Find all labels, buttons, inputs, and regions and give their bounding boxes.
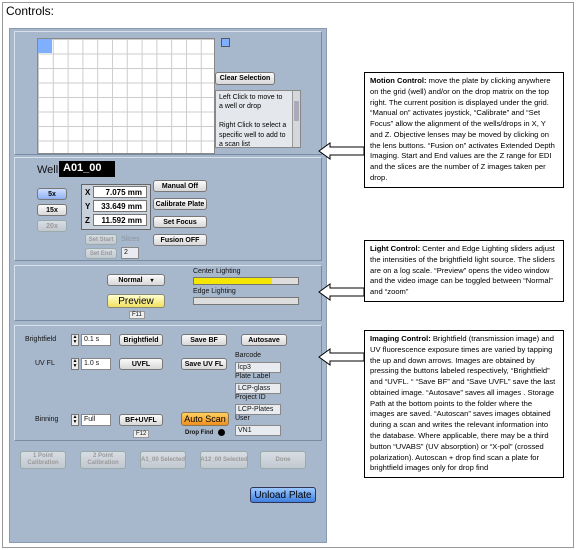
y-axis-label: Y — [85, 202, 91, 211]
x-position: 7.075 mm — [93, 186, 147, 198]
project-id-field[interactable]: LCP-Plates — [235, 404, 281, 415]
lens-20x-button[interactable]: 20x — [37, 220, 67, 232]
plate-label-field[interactable]: LCP-glass — [235, 383, 281, 394]
controls-panel: Clear Selection Left Click to move to a … — [9, 28, 327, 543]
preview-button[interactable]: Preview — [107, 294, 165, 308]
brightfield-button[interactable]: Brightfield — [119, 334, 163, 346]
save-uvfl-button[interactable]: Save UV FL — [181, 358, 227, 370]
motion-callout-body: move the plate by clicking anywhere on t… — [370, 76, 555, 183]
light-section: Normal ▾ Preview F11 Center Lighting Edg… — [14, 265, 322, 321]
bf-exposure-field[interactable]: 0.1 s — [81, 334, 111, 346]
uv-exposure-field[interactable]: 1.0 s — [81, 358, 111, 370]
light-control-callout: Light Control: Center and Edge Lighting … — [364, 240, 564, 302]
z-axis-label: Z — [85, 216, 90, 225]
uv-exposure-stepper[interactable]: ▲▼ — [71, 358, 79, 370]
view-mode-value: Normal — [118, 276, 143, 284]
fusion-off-button[interactable]: Fusion OFF — [153, 234, 207, 246]
done-button[interactable]: Done — [260, 451, 306, 469]
slices-field[interactable]: 2 — [121, 247, 139, 259]
bf-exposure-stepper[interactable]: ▲▼ — [71, 334, 79, 346]
binning-label: Binning — [35, 416, 59, 423]
calibrate-plate-button[interactable]: Calibrate Plate — [153, 198, 207, 210]
x-axis-label: X — [85, 188, 91, 197]
motion-callout-title: Motion Control: — [370, 76, 427, 85]
user-field[interactable]: VN1 — [235, 425, 281, 436]
bf-uvfl-button[interactable]: BF+UVFL — [119, 414, 163, 426]
drop-find-label: Drop Find — [185, 430, 214, 436]
two-point-calibration-button[interactable]: 2 Point Calibration — [80, 451, 126, 469]
brightfield-label: Brightfield — [25, 336, 57, 343]
calibration-row: 1 Point Calibration 2 Point Calibration … — [14, 445, 322, 475]
a1-selected-button[interactable]: A1_00 Selected — [140, 451, 186, 469]
light-callout-title: Light Control: — [370, 244, 421, 253]
set-end-button[interactable]: Set End — [85, 248, 117, 259]
info-text: Left Click to move to a well or drop Rig… — [219, 94, 287, 149]
clear-selection-button[interactable]: Clear Selection — [215, 72, 275, 85]
view-mode-select[interactable]: Normal ▾ — [107, 274, 165, 286]
slices-label: Slices — [121, 236, 140, 243]
edge-lighting-label: Edge Lighting — [193, 288, 236, 295]
barcode-field[interactable]: lcp3 — [235, 362, 281, 373]
imaging-control-callout: Imaging Control: Brightfield (transmissi… — [364, 330, 564, 479]
imaging-section: Brightfield ▲▼ 0.1 s Brightfield Save BF… — [14, 325, 322, 441]
auto-scan-button[interactable]: Auto Scan — [181, 412, 229, 426]
imaging-callout-body: Brightfield (transmission image) and UV … — [370, 334, 556, 473]
a12-selected-button[interactable]: A12_00 Selected — [200, 451, 248, 469]
project-id-label: Project ID — [235, 394, 266, 401]
info-scrollbar[interactable] — [292, 91, 300, 147]
user-label: User — [235, 415, 250, 422]
uvfl-label: UV FL — [35, 360, 55, 367]
barcode-label: Barcode — [235, 352, 262, 359]
position-section: Well A01_00 5x 15x 20x X 7.075 mm Y 33.6… — [14, 157, 322, 261]
motion-arrow-icon — [318, 142, 365, 160]
center-lighting-slider[interactable] — [193, 277, 299, 285]
drop-find-indicator[interactable] — [218, 429, 225, 436]
f11-key-label: F11 — [129, 311, 145, 319]
set-start-button[interactable]: Set Start — [85, 234, 117, 245]
lens-5x-button[interactable]: 5x — [37, 188, 67, 200]
selected-well[interactable] — [38, 39, 52, 53]
info-box: Left Click to move to a well or drop Rig… — [215, 90, 301, 148]
f12-key-label: F12 — [133, 430, 150, 438]
scroll-thumb[interactable] — [294, 101, 299, 121]
chevron-down-icon: ▾ — [150, 277, 154, 284]
drop-matrix[interactable] — [221, 38, 230, 47]
motion-control-callout: Motion Control: move the plate by clicki… — [364, 72, 564, 188]
plate-grid-section: Clear Selection Left Click to move to a … — [14, 31, 322, 155]
manual-off-button[interactable]: Manual Off — [153, 180, 207, 192]
uvfl-button[interactable]: UVFL — [119, 358, 163, 370]
edge-lighting-slider[interactable] — [193, 297, 299, 305]
z-position: 11.592 mm — [93, 214, 147, 226]
plate-label-label: Plate Label — [235, 373, 271, 380]
set-focus-button[interactable]: Set Focus — [153, 216, 207, 228]
imaging-arrow-icon — [318, 348, 365, 366]
lens-15x-button[interactable]: 15x — [37, 204, 67, 216]
save-bf-button[interactable]: Save BF — [181, 334, 227, 346]
binning-field[interactable]: Full — [81, 414, 111, 426]
center-lighting-label: Center Lighting — [193, 268, 241, 275]
autosave-button[interactable]: Autosave — [241, 334, 287, 346]
imaging-callout-title: Imaging Control: — [370, 334, 431, 343]
well-label: Well — [37, 164, 59, 176]
y-position: 33.649 mm — [93, 200, 147, 212]
well-display: A01_00 — [59, 161, 115, 177]
one-point-calibration-button[interactable]: 1 Point Calibration — [20, 451, 66, 469]
light-arrow-icon — [318, 283, 365, 301]
controls-heading: Controls: — [6, 4, 55, 18]
binning-stepper[interactable]: ▲▼ — [71, 414, 79, 426]
unload-plate-button[interactable]: Unload Plate — [250, 487, 316, 503]
well-grid[interactable] — [37, 38, 215, 154]
center-lighting-level — [194, 278, 272, 284]
light-callout-body: Center and Edge Lighting sliders adjust … — [370, 244, 555, 297]
